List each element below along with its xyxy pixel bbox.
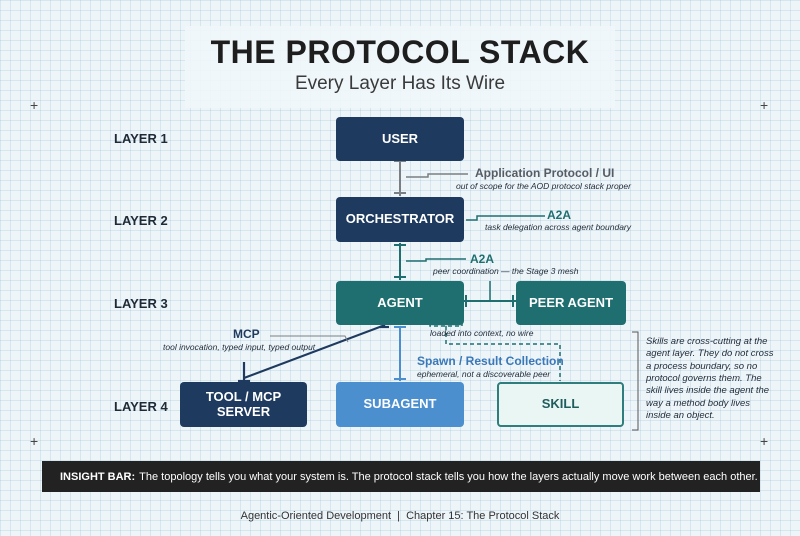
leader-mcp	[270, 335, 349, 343]
corner-plus-icon: +	[30, 433, 39, 449]
wire-agent-subagent	[394, 326, 406, 381]
insight-bar: INSIGHT BAR: The topology tells you what…	[42, 461, 760, 492]
insight-text: The topology tells you what your system …	[139, 470, 758, 483]
wire-desc-a2a-delegation: task delegation across agent boundary	[485, 222, 632, 232]
node-orchestrator: ORCHESTRATOR	[336, 197, 464, 242]
wire-label-mcp: MCP	[233, 327, 260, 341]
skills-note: Skills are cross-cutting at the agent la…	[646, 336, 774, 422]
page-subtitle: Every Layer Has Its Wire	[294, 73, 506, 94]
node-user: USER	[336, 117, 464, 161]
wire-label-spawn: Spawn / Result Collection	[417, 354, 564, 368]
wire-orchestrator-agent	[394, 243, 466, 280]
wire-desc-spawn: ephemeral, not a discoverable peer	[417, 369, 551, 379]
wire-agent-tool	[238, 323, 389, 383]
page-title: THE PROTOCOL STACK	[210, 34, 590, 70]
layer-label-3: LAYER 3	[114, 296, 168, 311]
wire-user-orchestrator	[394, 160, 468, 196]
layer-label-2: LAYER 2	[114, 213, 168, 228]
node-subagent: SUBAGENT	[336, 382, 464, 427]
wire-desc-skill-context: loaded into context, no wire	[430, 328, 534, 338]
node-skill: SKILL	[497, 382, 624, 427]
layer-label-1: LAYER 1	[114, 131, 168, 146]
corner-plus-icon: +	[30, 97, 39, 113]
node-agent: AGENT	[336, 281, 464, 325]
node-peer-agent: PEER AGENT	[516, 281, 626, 325]
wire-label-a2a-peer: A2A	[470, 252, 495, 266]
skills-note-bracket	[632, 331, 639, 431]
wire-agent-peer	[464, 281, 516, 307]
wire-label-a2a-delegation: A2A	[547, 208, 572, 222]
corner-plus-icon: +	[760, 433, 769, 449]
wire-label-app-protocol: Application Protocol / UI	[475, 166, 615, 180]
leader-a2a-delegation	[466, 215, 545, 221]
wire-desc-app-protocol: out of scope for the AOD protocol stack …	[456, 181, 631, 191]
insight-label: INSIGHT BAR:	[60, 470, 136, 483]
footer-caption: Agentic-Oriented Development | Chapter 1…	[240, 510, 560, 522]
node-tool-mcp-server: TOOL / MCP SERVER	[180, 382, 307, 427]
wire-desc-mcp: tool invocation, typed input, typed outp…	[163, 342, 316, 352]
title-panel	[185, 26, 615, 108]
corner-plus-icon: +	[760, 97, 769, 113]
layer-label-4: LAYER 4	[114, 399, 168, 414]
wire-desc-a2a-peer: peer coordination — the Stage 3 mesh	[433, 266, 579, 276]
